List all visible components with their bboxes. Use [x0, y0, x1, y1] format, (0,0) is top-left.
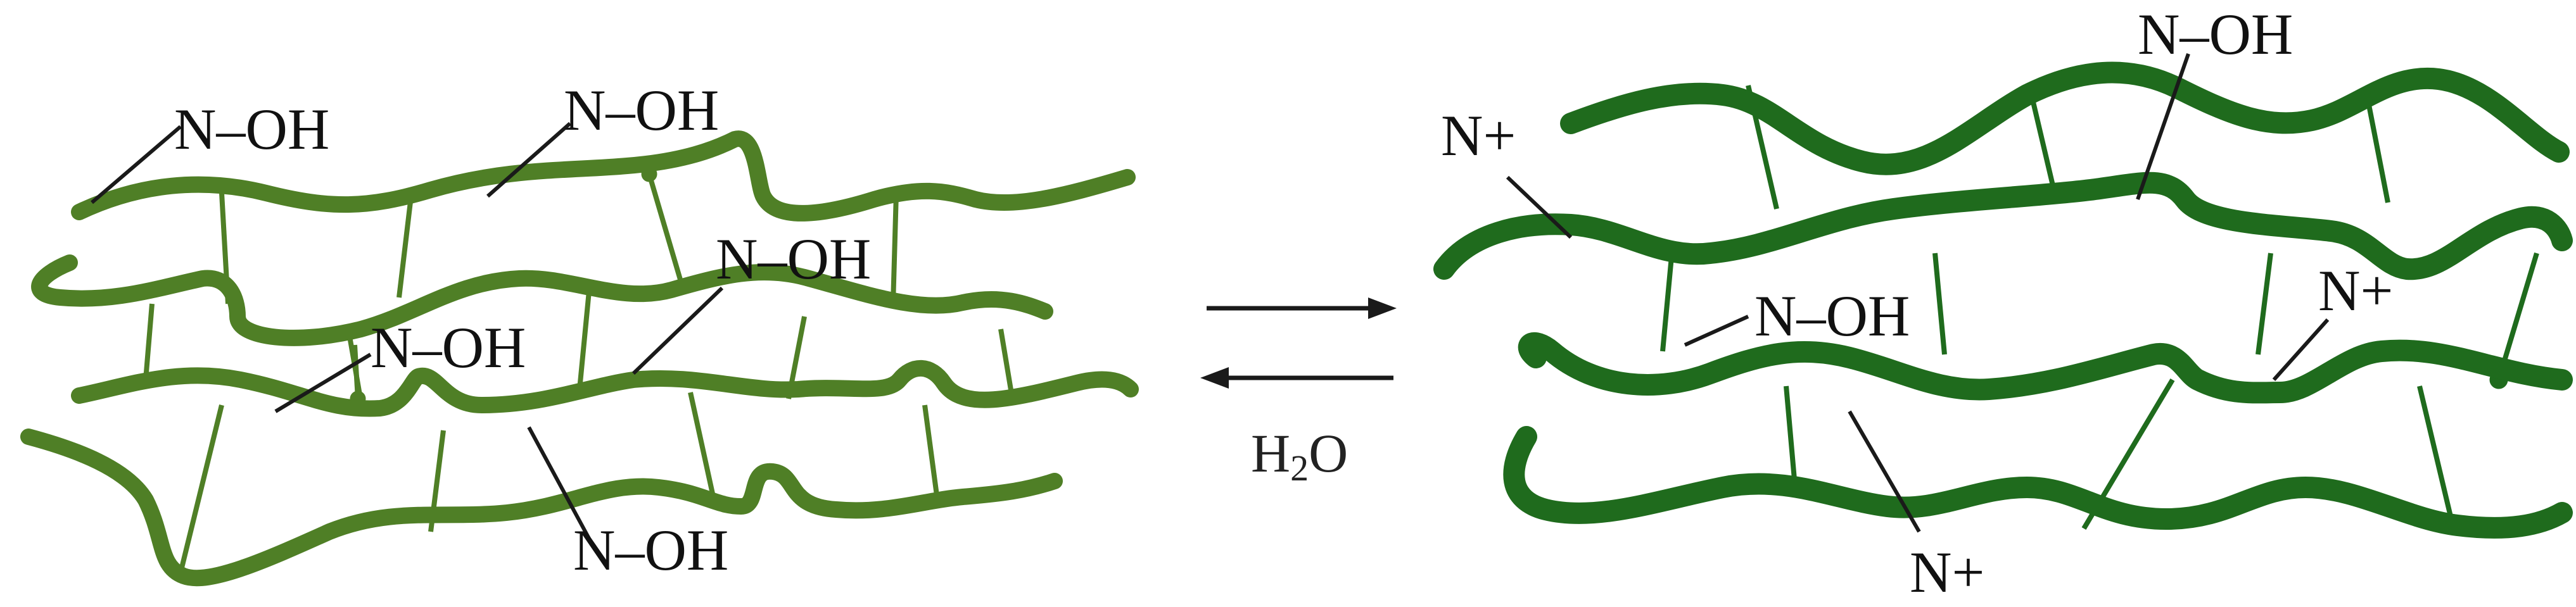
left-crosslink — [922, 404, 940, 501]
left-chains — [20, 130, 1139, 587]
leader-line — [527, 426, 594, 546]
left-polymer-network: N–OH N–OH N–OH N–OH N–OH — [20, 78, 1139, 587]
leader-line — [1506, 175, 1573, 239]
right-chains — [1433, 61, 2573, 539]
right-chain-2 — [1433, 172, 2573, 280]
leader-line — [91, 125, 182, 204]
right-labels: N–OH N+ N–OH N+ N+ — [1441, 2, 2393, 604]
right-crosslink — [1660, 249, 1675, 352]
water-h: H — [1251, 423, 1290, 484]
n-oh-label: N–OH — [174, 97, 329, 161]
left-crosslink — [688, 392, 715, 494]
left-chain-2 — [31, 254, 1053, 346]
water-subscript: 2 — [1290, 447, 1309, 489]
leader-line — [631, 286, 724, 375]
left-crosslink — [143, 303, 155, 380]
water-condition-label: H2O — [1251, 423, 1348, 489]
left-chain-3 — [71, 360, 1139, 417]
right-chain-3 — [1518, 332, 2573, 404]
n-oh-label: N–OH — [2138, 2, 2293, 66]
right-crosslink — [1784, 385, 1798, 494]
n-plus-label: N+ — [1910, 540, 1984, 604]
left-crosslink — [178, 404, 224, 573]
leader-line — [1684, 315, 1749, 347]
right-crosslinks — [1660, 85, 2539, 530]
leader-line — [486, 122, 571, 198]
left-crosslink — [352, 344, 360, 399]
leader-line — [274, 353, 372, 413]
left-crosslink — [647, 173, 683, 283]
equilibrium-arrows: H2O — [1200, 297, 1397, 489]
left-chain-4 — [20, 429, 1063, 587]
n-oh-label: N–OH — [1754, 284, 1910, 348]
left-leaders — [91, 122, 724, 546]
right-crosslink — [1932, 253, 1947, 355]
n-oh-label: N–OH — [573, 518, 728, 582]
right-chain-4 — [1503, 426, 2573, 539]
n-plus-label: N+ — [1441, 103, 1516, 168]
left-crosslink — [891, 192, 899, 304]
left-crosslink — [397, 191, 414, 298]
leader-line — [2272, 318, 2330, 382]
left-crosslink — [577, 291, 592, 390]
arrow-right-icon — [1207, 297, 1397, 319]
right-crosslink — [2256, 253, 2273, 355]
n-oh-label: N–OH — [564, 78, 719, 142]
arrow-left-icon — [1200, 367, 1393, 389]
n-oh-label: N–OH — [716, 227, 871, 291]
right-crosslink — [2417, 385, 2454, 520]
leader-line — [2136, 53, 2190, 200]
right-chain-1 — [1560, 61, 2570, 175]
right-crosslink — [2027, 88, 2058, 197]
left-chain-1 — [71, 130, 1136, 222]
left-labels: N–OH N–OH N–OH N–OH N–OH — [174, 78, 871, 582]
right-polymer-network: N–OH N+ N–OH N+ N+ — [1433, 2, 2573, 604]
n-plus-label: N+ — [2318, 258, 2393, 323]
right-leaders — [1506, 53, 2330, 533]
n-oh-label: N–OH — [371, 315, 526, 380]
water-o: O — [1309, 423, 1348, 484]
leader-line — [1848, 410, 1921, 533]
